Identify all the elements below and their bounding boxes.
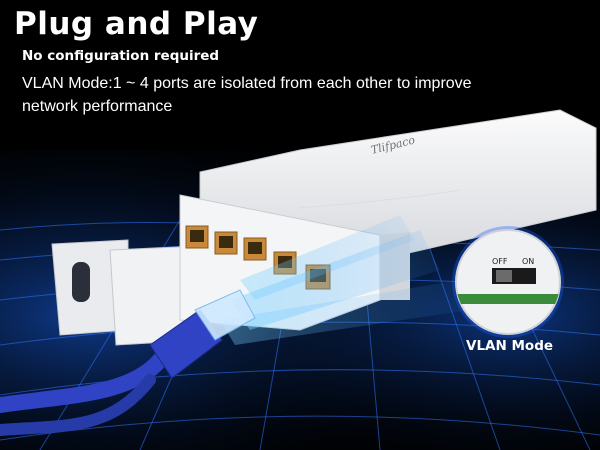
port-1 [185, 225, 209, 249]
data-beams [220, 215, 470, 345]
headline: Plug and Play [14, 6, 259, 42]
port-3 [243, 237, 267, 261]
vlan-switch-inset: OFF ON [452, 226, 564, 338]
vlan-mode-caption: VLAN Mode [466, 338, 554, 354]
dip-switch-knob [496, 270, 512, 282]
port-2 [214, 231, 238, 255]
feature-description: VLAN Mode:1 ~ 4 ports are isolated from … [22, 75, 472, 115]
switch-off-label: OFF [492, 257, 508, 266]
switch-on-label: ON [522, 257, 534, 266]
mounting-bracket [51, 239, 201, 346]
ethernet-cable [0, 289, 256, 436]
subheadline: No configuration required [22, 48, 220, 64]
